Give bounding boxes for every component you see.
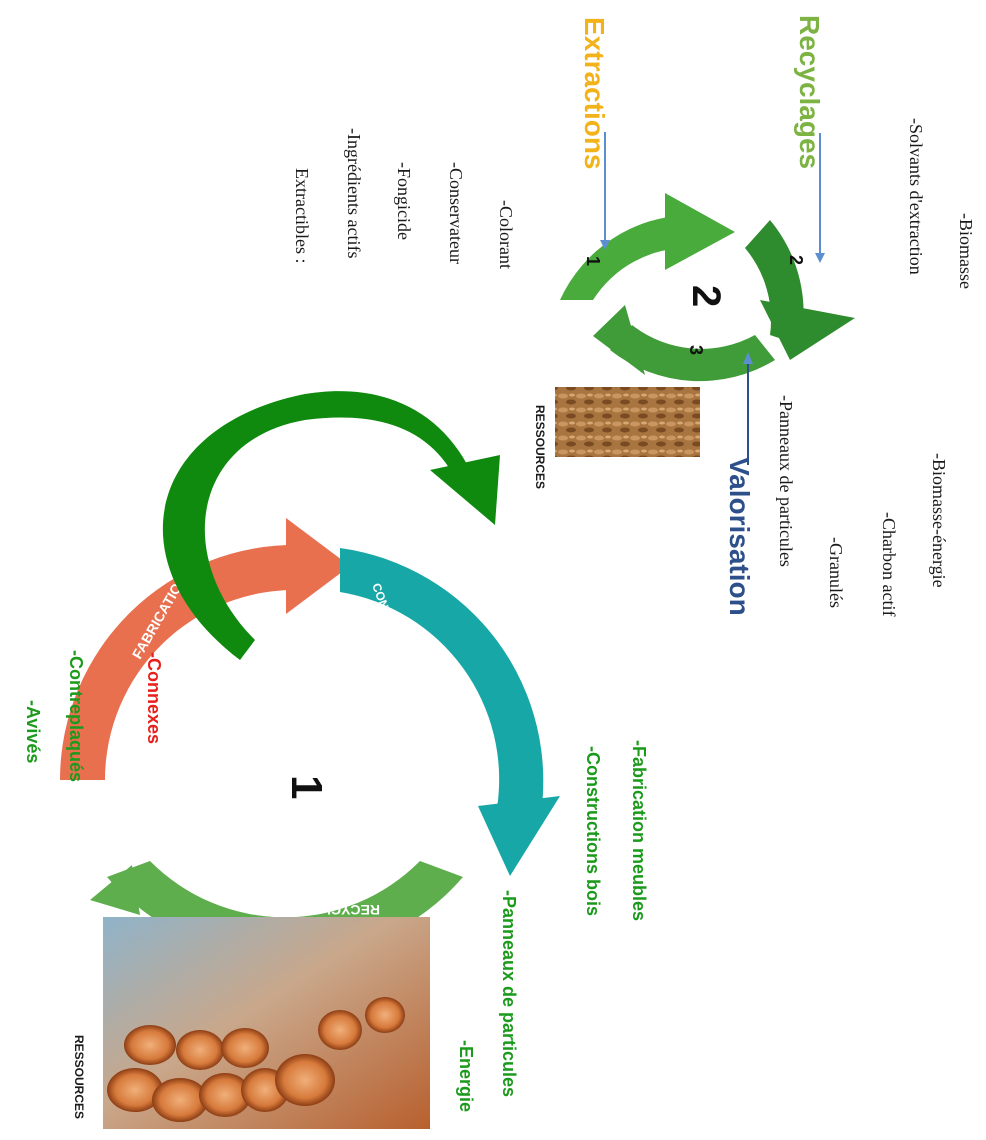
recyclage-label: RECYCLAGE [292,902,380,918]
cycle-2: 1 2 3 2 RESSOURCES Extractions Extractib… [292,15,976,616]
output-energie: -Energie [456,1040,476,1112]
output-avives: -Avivés [23,700,43,763]
cycle-1: FABRICATION CONSOMMATION - UTILISATION R… [23,518,649,1129]
consommation-arrowhead [478,796,560,876]
wood-chips-photo [555,387,700,457]
output-connexes: -Connexes [144,652,164,744]
valorisation-connector-head [743,352,753,364]
cycle-2-number: 2 [684,285,728,307]
valorisation-panneaux: -Panneaux de particules [776,395,796,567]
cycle-2-step-3: 3 [686,345,706,355]
valorisation-charbon: -Charbon actif [879,512,899,616]
cycle-2-step-2: 2 [786,255,806,265]
recyclages-connector-head [815,253,825,263]
valorisation-title: Valorisation [724,457,755,616]
valorisation-granules: -Granulés [826,537,846,608]
cycle-2-resources-label: RESSOURCES [533,405,547,489]
output-panneaux-particules: -Panneaux de particules [499,890,519,1097]
extractible-fongicide: -Fongicide [394,162,414,240]
recyclage-biomasse: -Biomasse [956,213,976,289]
cycle-2-arrowhead-2 [760,300,855,360]
transition-arrow [162,391,500,660]
cycle-2-step-1: 1 [583,256,603,266]
cycle-2-arc-1 [560,215,690,300]
recyclage-arrowhead [90,865,140,915]
cycle-2-arc-3 [610,325,775,382]
extractions-connector-head [600,240,610,250]
extractible-colorant: -Colorant [496,200,516,269]
cycle-1-resources-label: RESSOURCES [72,1035,86,1119]
consommation-arc [340,548,544,820]
recyclage-solvants: -Solvants d'extraction [906,118,926,275]
recyclages-title: Recyclages [794,15,825,169]
output-constructions-bois: -Constructions bois [583,746,603,916]
cycle-2-arrowhead-1 [665,193,735,270]
cycle-1-number: 1 [282,775,331,799]
output-contreplaques: -Contreplaqués [66,650,86,782]
extractions-title: Extractions [579,17,610,170]
logs-photo [103,917,430,1129]
valorisation-biomasse: -Biomasse-énergie [929,453,949,588]
output-fabrication-meubles: -Fabrication meubles [629,740,649,921]
cycle-2-arrowhead-3 [593,305,645,375]
extractible-ingredients: -Ingrédients actifs [344,128,364,258]
extractibles-heading: Extractibles : [292,168,312,263]
extractible-conservateur: -Conservateur [446,162,466,264]
fabrication-arrowhead [286,518,350,614]
